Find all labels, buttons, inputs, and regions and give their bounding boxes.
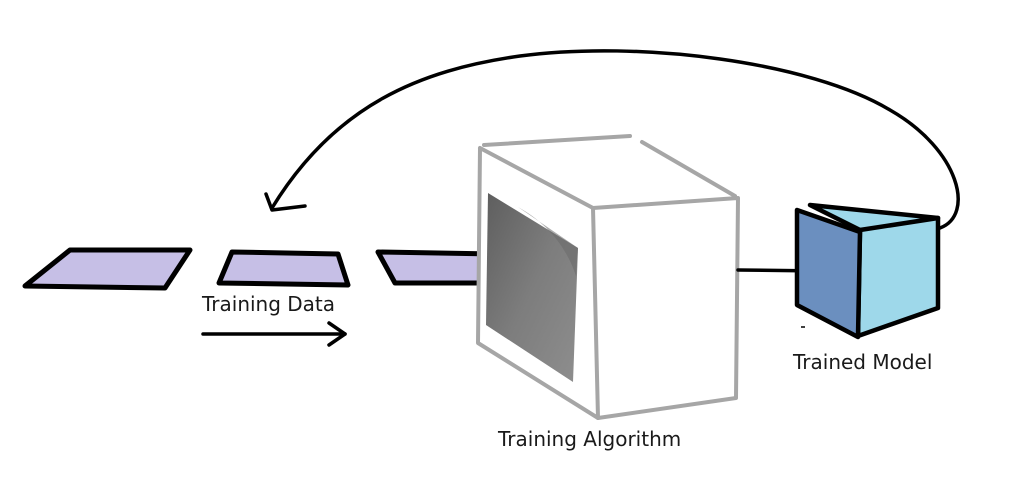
trained-model-cube [794, 202, 941, 340]
data-flow-arrow [201, 321, 347, 347]
training-data-label: Training Data [201, 292, 335, 316]
model-front-face [794, 207, 863, 340]
trained-model-label: Trained Model [792, 350, 932, 374]
data-sheet-1 [22, 247, 193, 291]
training-algorithm-label: Training Algorithm [497, 427, 681, 451]
model-side-face [807, 202, 941, 339]
algorithm-window [486, 193, 578, 382]
training-data-sheets [22, 247, 523, 291]
feedback-arrow [264, 49, 960, 230]
training-algorithm-box [476, 134, 740, 420]
data-sheet-2 [216, 249, 351, 288]
